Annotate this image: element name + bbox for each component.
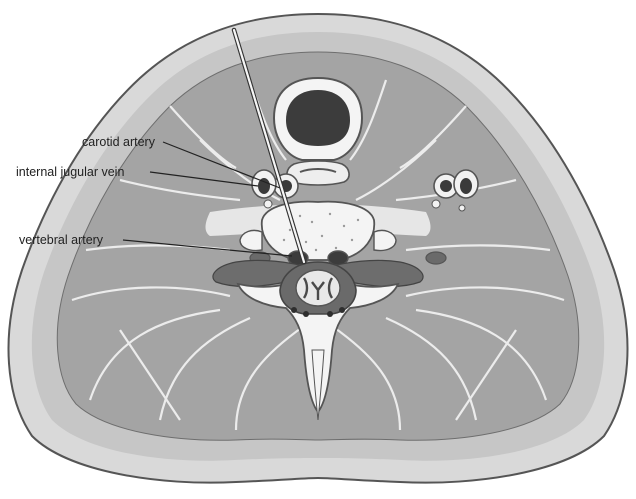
internal-jugular-vein-label: internal jugular vein [16, 165, 124, 179]
vertebral-body [262, 202, 374, 260]
spinal-cord [296, 270, 340, 306]
right-internal-jugular-vein [454, 170, 478, 198]
left-internal-jugular-vein [252, 170, 276, 198]
right-transverse-process [374, 230, 396, 250]
trachea [274, 78, 362, 160]
carotid-artery-label: carotid artery [82, 135, 155, 149]
left-transverse-process [240, 230, 262, 250]
vertebral-artery-label: vertebral artery [19, 233, 103, 247]
right-lateral-vessel [426, 252, 446, 264]
